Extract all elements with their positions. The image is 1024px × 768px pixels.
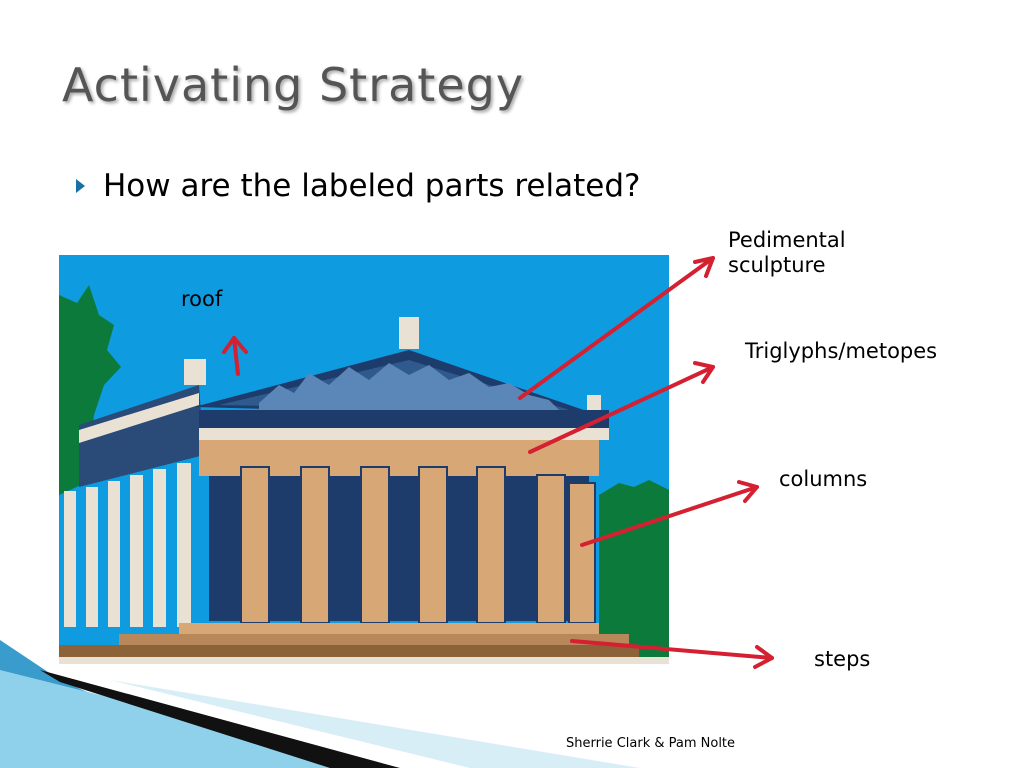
label-steps: steps (814, 647, 871, 671)
corner-swoosh-decoration (0, 640, 640, 768)
bullet-arrow-icon (76, 179, 85, 193)
label-pedimental-line2: sculpture (728, 253, 826, 278)
label-pedimental-line1: Pedimental (728, 228, 846, 252)
label-pedimental-sculpture: Pedimental sculpture (728, 228, 846, 278)
step-middle (119, 634, 629, 645)
label-triglyphs: Triglyphs/metopes (745, 339, 938, 363)
acroterion-left (184, 359, 206, 385)
triglyph-frieze (199, 428, 609, 440)
side-columns (64, 463, 191, 627)
label-roof: roof (181, 287, 223, 311)
ground (59, 657, 669, 664)
cornice (199, 410, 609, 428)
cella-wall (209, 476, 589, 621)
acroterion-top (399, 317, 419, 349)
parthenon-illustration (59, 255, 669, 664)
left-tree (59, 285, 121, 495)
bullet-item: How are the labeled parts related? (76, 168, 640, 204)
slide-title: Activating Strategy (62, 58, 525, 112)
bullet-text: How are the labeled parts related? (103, 168, 641, 204)
swoosh-pale (110, 680, 640, 768)
step-bottom (59, 645, 639, 657)
pediment-sculpture (259, 363, 559, 410)
side-frieze (79, 393, 199, 443)
swoosh-dark (40, 670, 400, 768)
footer-credit: Sherrie Clark & Pam Nolte (566, 736, 736, 751)
step-top (179, 623, 599, 634)
label-columns: columns (779, 467, 868, 491)
